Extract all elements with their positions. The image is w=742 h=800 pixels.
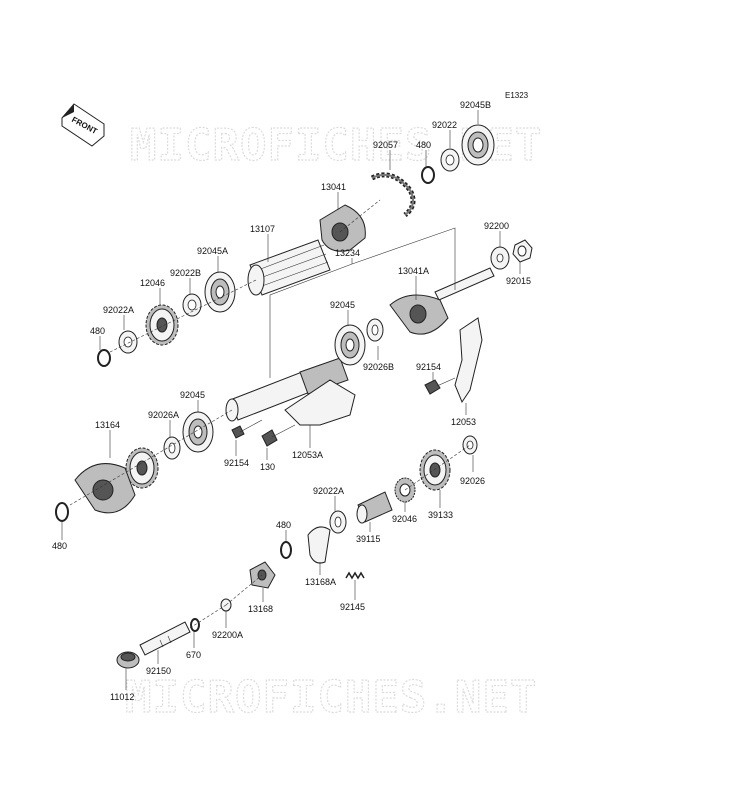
part-label[interactable]: 13107 xyxy=(250,224,275,234)
leader-lines xyxy=(61,110,521,690)
watermark-bottom: MICROFICHES.NET xyxy=(125,672,537,723)
part-label[interactable]: 92022A xyxy=(103,305,134,315)
bearing-icon xyxy=(334,324,366,366)
part-label[interactable]: 12053A xyxy=(292,450,323,460)
gear-icon xyxy=(419,449,451,491)
idler-shaft-icon xyxy=(356,491,393,524)
diagram-code: E1323 xyxy=(505,91,529,100)
part-label[interactable]: 480 xyxy=(90,326,105,336)
part-label[interactable]: 92022A xyxy=(313,486,344,496)
part-label[interactable]: 13234 xyxy=(335,248,360,258)
bearing-icon xyxy=(461,124,495,166)
main-shaft-icon xyxy=(225,357,349,422)
part-label[interactable]: 12046 xyxy=(140,278,165,288)
part-label[interactable]: 92154 xyxy=(224,458,249,468)
part-label[interactable]: 92026 xyxy=(460,476,485,486)
part-label[interactable]: 130 xyxy=(260,462,275,472)
part-label[interactable]: 92045A xyxy=(197,246,228,256)
part-label[interactable]: 13168 xyxy=(248,604,273,614)
thin-shaft-icon xyxy=(434,267,495,301)
ratchet-icon xyxy=(319,204,366,252)
part-label[interactable]: 13041 xyxy=(321,182,346,192)
clip-icon xyxy=(307,526,331,564)
ratchet-icon xyxy=(74,463,136,514)
part-label[interactable]: 11012 xyxy=(110,692,134,702)
part-label[interactable]: 480 xyxy=(416,140,431,150)
part-labels: 92045B 92022 480 92057 13041 13107 92045… xyxy=(52,100,531,702)
part-label[interactable]: 92045 xyxy=(180,390,205,400)
part-label[interactable]: 480 xyxy=(52,541,67,551)
part-label[interactable]: 480 xyxy=(276,520,291,530)
circlip-icon xyxy=(421,166,435,184)
bracket-icon xyxy=(454,317,483,404)
bearing-icon xyxy=(182,411,214,453)
part-label[interactable]: 92200 xyxy=(484,221,509,231)
part-label[interactable]: 92150 xyxy=(146,666,171,676)
part-label[interactable]: 92057 xyxy=(373,140,398,150)
part-label[interactable]: 12053 xyxy=(451,417,476,427)
part-label[interactable]: 92026B xyxy=(363,362,394,372)
part-drawings xyxy=(55,124,533,669)
gear-icon xyxy=(145,304,179,346)
part-label[interactable]: 92154 xyxy=(416,362,441,372)
part-label[interactable]: 13164 xyxy=(95,420,120,430)
spring-icon xyxy=(345,571,365,580)
bolt-icon xyxy=(424,377,456,395)
bolt-icon xyxy=(261,424,296,447)
part-label[interactable]: 92200A xyxy=(212,630,243,640)
part-label[interactable]: 92045B xyxy=(460,100,491,110)
ratchet-icon xyxy=(389,294,449,335)
part-label[interactable]: 92022B xyxy=(170,268,201,278)
bearing-icon xyxy=(204,271,236,313)
cap-icon xyxy=(116,651,140,669)
part-label[interactable]: 39115 xyxy=(356,534,380,544)
part-label[interactable]: 670 xyxy=(186,650,201,660)
part-label[interactable]: 39133 xyxy=(428,510,453,520)
guide-icon xyxy=(284,379,356,426)
part-label[interactable]: 13168A xyxy=(305,577,336,587)
part-label[interactable]: 92026A xyxy=(148,410,179,420)
part-label[interactable]: 92145 xyxy=(340,602,365,612)
gear-icon xyxy=(125,447,159,489)
lever-icon xyxy=(249,561,276,589)
part-label[interactable]: 92046 xyxy=(392,514,417,524)
part-label[interactable]: 92022 xyxy=(432,120,457,130)
front-arrow-icon: FRONT xyxy=(61,103,105,147)
part-label[interactable]: 13041A xyxy=(398,266,429,276)
bolt-icon xyxy=(231,419,263,439)
kick-shaft-icon xyxy=(139,621,191,656)
part-label[interactable]: 92015 xyxy=(506,276,531,286)
spline-shaft-icon xyxy=(247,239,331,296)
part-label[interactable]: 92045 xyxy=(330,300,355,310)
nut-icon xyxy=(512,239,533,263)
chain-icon xyxy=(370,172,416,217)
